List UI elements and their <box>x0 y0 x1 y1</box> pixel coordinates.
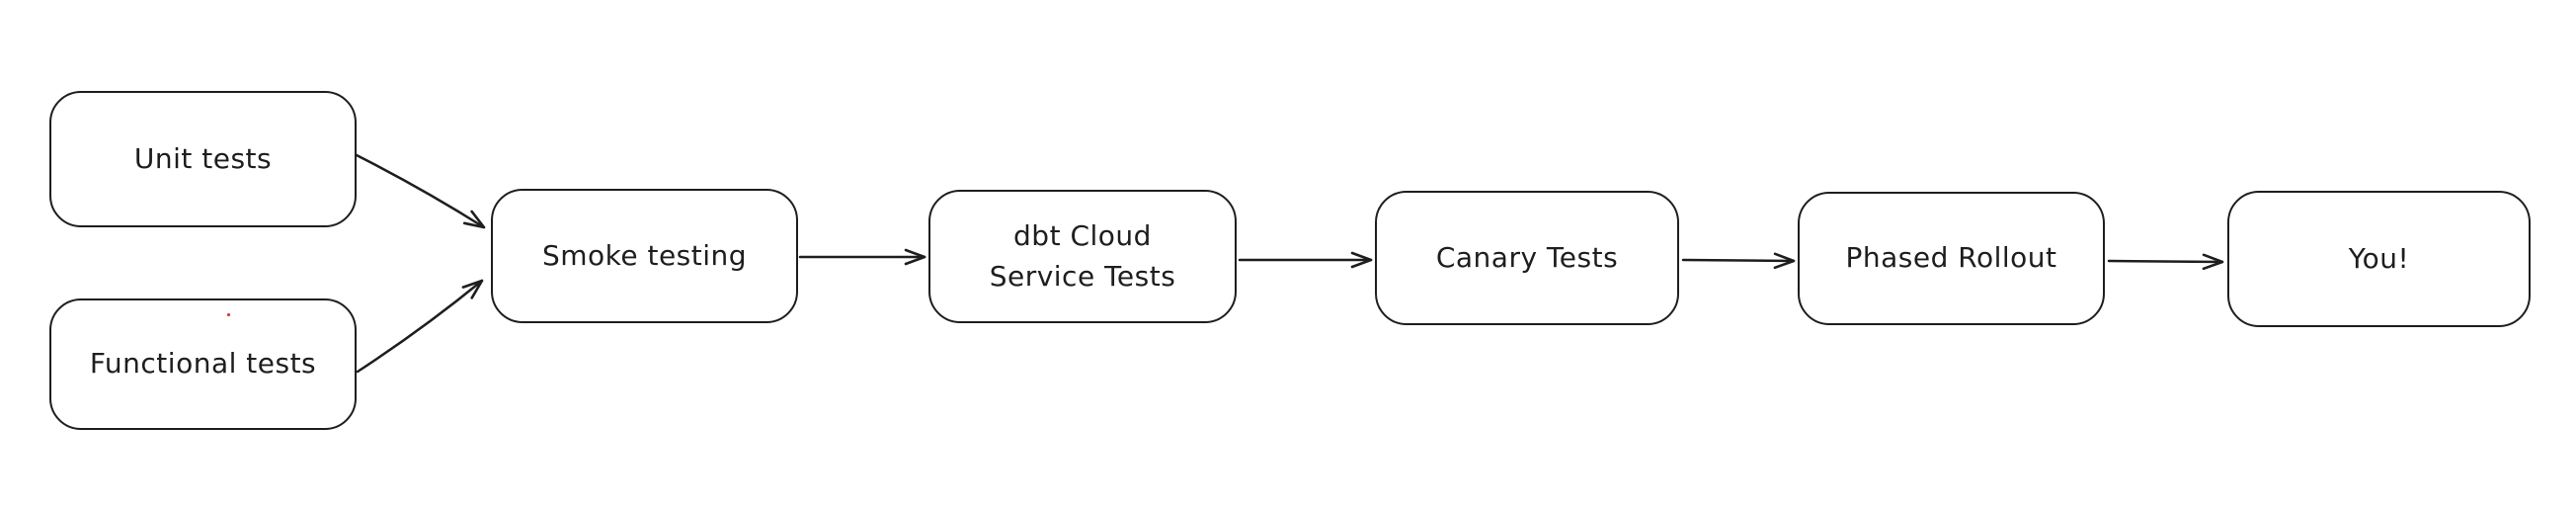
node-dbt-cloud-service-tests: dbt Cloud Service Tests <box>928 190 1237 323</box>
arrow-unit-tests-to-smoke-testing <box>355 153 486 229</box>
node-unit-tests: Unit tests <box>49 91 357 227</box>
arrow-canary-tests-to-phased-rollout <box>1681 252 1796 270</box>
node-you: You! <box>2227 191 2531 327</box>
arrow-functional-tests-to-smoke-testing <box>356 279 484 374</box>
node-phased-rollout: Phased Rollout <box>1798 192 2105 325</box>
node-canary-tests: Canary Tests <box>1375 191 1679 325</box>
node-canary-tests-label: Canary Tests <box>1435 240 1619 274</box>
arrow-phased-rollout-to-you <box>2107 253 2224 271</box>
node-dbt-cloud-service-tests-label: dbt Cloud Service Tests <box>989 218 1176 293</box>
node-functional-tests-label: Functional tests <box>89 347 317 381</box>
node-functional-tests: Functional tests <box>49 298 357 430</box>
node-you-label: You! <box>2348 241 2410 275</box>
node-phased-rollout-label: Phased Rollout <box>1845 241 2057 275</box>
red-dot-artifact <box>227 313 230 316</box>
node-smoke-testing: Smoke testing <box>491 189 798 323</box>
node-smoke-testing-label: Smoke testing <box>541 238 748 272</box>
node-unit-tests-label: Unit tests <box>133 141 273 175</box>
